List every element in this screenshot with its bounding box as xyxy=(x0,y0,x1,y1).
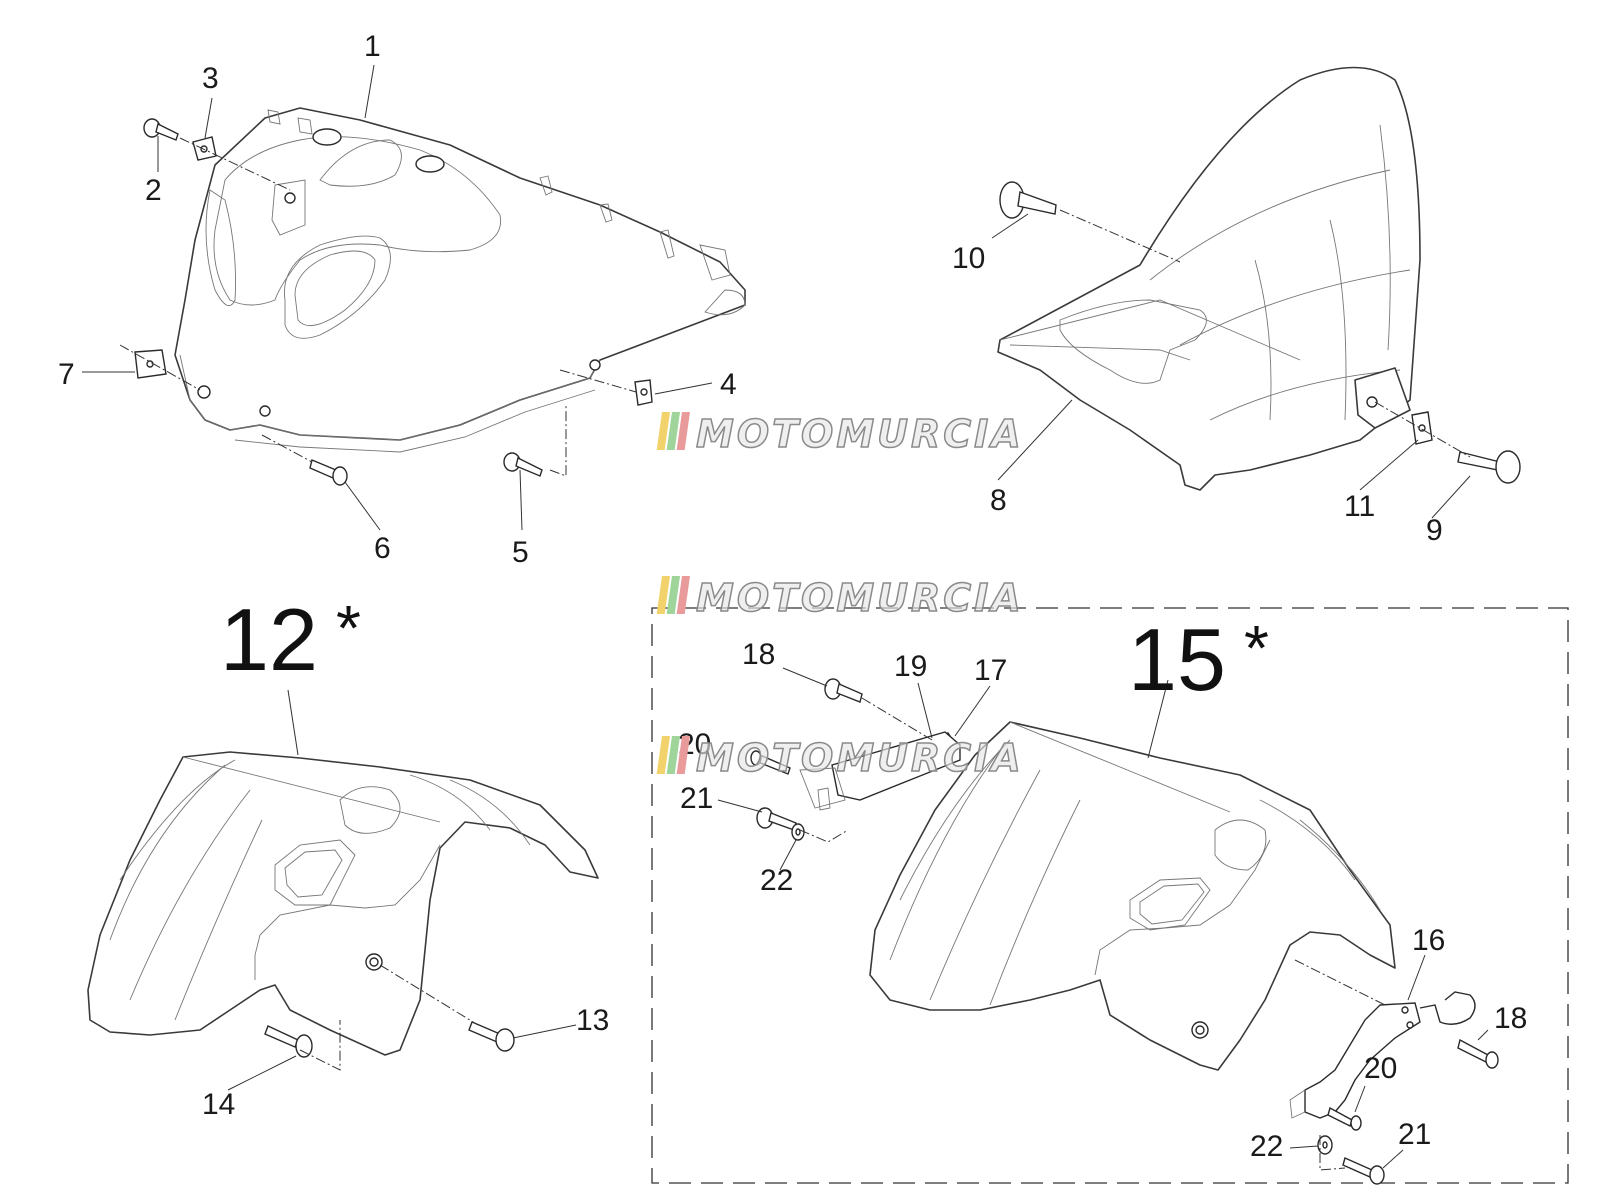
screw-21-lower xyxy=(1342,1157,1385,1185)
callout-8: 8 xyxy=(990,484,1007,517)
callout-9: 9 xyxy=(1426,514,1443,547)
assembly-axis-lines-part8 xyxy=(1059,209,1471,458)
callout-20-lower: 20 xyxy=(1364,1052,1397,1085)
part-1-inner-shield xyxy=(174,107,746,453)
screw-21-upper xyxy=(756,807,797,831)
screw-10 xyxy=(999,181,1057,219)
callout-5: 5 xyxy=(512,536,529,569)
screw-18-upper xyxy=(824,678,863,703)
screw-20-lower xyxy=(1327,1106,1362,1131)
screw-20-upper xyxy=(750,750,791,775)
part-8-rear-mudguard xyxy=(997,66,1421,491)
callout-21-lower: 21 xyxy=(1398,1118,1431,1151)
clip-3 xyxy=(192,136,217,161)
clip-4 xyxy=(634,379,653,406)
screw-2 xyxy=(143,118,179,141)
bracket-16 xyxy=(1289,991,1476,1119)
callout-2: 2 xyxy=(145,174,162,207)
part-12-front-mudguard xyxy=(87,751,599,1056)
watermark-text-3: MOTOMURCIA xyxy=(696,736,1024,780)
assembly-axis-lines-kit-lower xyxy=(1294,959,1386,1171)
screw-18-lower xyxy=(1457,1038,1499,1069)
watermark-text-1: MOTOMURCIA xyxy=(696,412,1024,456)
callout-12: 12 xyxy=(220,590,318,689)
callout-13: 13 xyxy=(576,1004,609,1037)
callout-21-upper: 21 xyxy=(680,782,713,815)
bracket-17 xyxy=(799,731,961,811)
callout-10: 10 xyxy=(952,242,985,275)
assembly-axis-lines-part1 xyxy=(119,137,637,477)
callout-18-upper: 18 xyxy=(742,638,775,671)
callout-18-lower: 18 xyxy=(1494,1002,1527,1035)
watermark-1: MOTOMURCIA MOTOMURCIA xyxy=(656,411,1024,457)
screw-13 xyxy=(468,1021,515,1052)
callout-7: 7 xyxy=(58,358,75,391)
callout-16: 16 xyxy=(1412,924,1445,957)
watermark-text-1-fill: MOTOMURCIA xyxy=(696,412,1024,456)
screw-5 xyxy=(503,452,543,477)
watermark-text-3-fill: MOTOMURCIA xyxy=(696,736,1024,780)
callout-11: 11 xyxy=(1344,490,1375,523)
watermark-2: MOTOMURCIA MOTOMURCIA xyxy=(656,575,1024,621)
leader-lines xyxy=(82,64,1489,1169)
assembly-axis-lines-part12 xyxy=(299,964,479,1071)
washer-22-lower xyxy=(1317,1135,1333,1155)
callout-14: 14 xyxy=(202,1088,235,1121)
callout-12-star: * xyxy=(336,592,361,664)
watermark-text-2-fill: MOTOMURCIA xyxy=(696,576,1024,620)
callout-4: 4 xyxy=(720,368,737,401)
washer-22-upper xyxy=(791,823,805,841)
clip-11 xyxy=(1411,411,1433,445)
part-15-front-mudguard xyxy=(869,721,1396,1071)
callout-17: 17 xyxy=(974,654,1007,687)
kit-15-boundary xyxy=(651,607,1569,1184)
callout-6: 6 xyxy=(374,532,391,565)
callout-1: 1 xyxy=(364,30,381,63)
callout-15-star: * xyxy=(1244,612,1269,684)
screw-6 xyxy=(309,459,348,486)
watermark-text-2: MOTOMURCIA xyxy=(696,576,1024,620)
clip-7 xyxy=(134,349,167,379)
assembly-axis-lines-kit-upper xyxy=(799,697,933,843)
callout-22-lower: 22 xyxy=(1250,1130,1283,1163)
watermark-3: MOTOMURCIA MOTOMURCIA xyxy=(656,735,1024,781)
callout-numbers: 1 2 3 4 5 6 7 8 9 10 11 12 * 13 14 15 * … xyxy=(58,30,1527,1163)
callout-22-upper: 22 xyxy=(760,864,793,897)
callout-15: 15 xyxy=(1128,610,1226,709)
callout-19: 19 xyxy=(894,650,927,683)
screw-14 xyxy=(264,1025,313,1058)
callout-3: 3 xyxy=(202,62,219,95)
screw-9 xyxy=(1457,450,1521,484)
